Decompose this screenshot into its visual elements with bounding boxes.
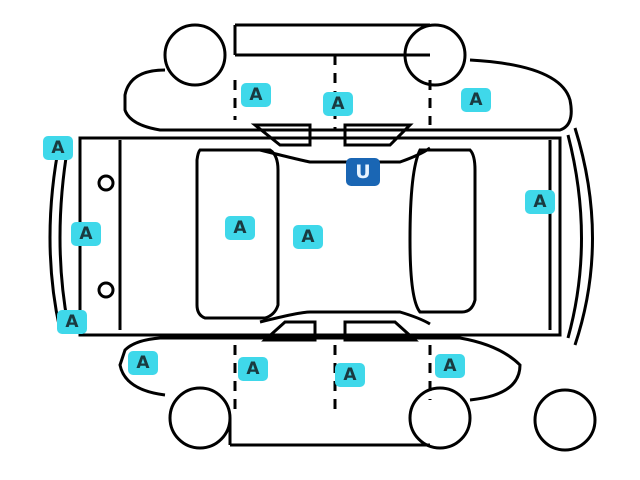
- damage-marker-a[interactable]: A: [525, 190, 555, 214]
- damage-marker-a[interactable]: A: [241, 83, 271, 107]
- damage-marker-u[interactable]: U: [346, 158, 380, 186]
- damage-marker-a[interactable]: A: [335, 363, 365, 387]
- damage-marker-a[interactable]: A: [461, 88, 491, 112]
- damage-marker-a[interactable]: A: [57, 310, 87, 334]
- damage-marker-a[interactable]: A: [323, 92, 353, 116]
- damage-marker-a[interactable]: A: [128, 351, 158, 375]
- damage-marker-a[interactable]: A: [71, 222, 101, 246]
- damage-marker-a[interactable]: A: [435, 354, 465, 378]
- damage-marker-a[interactable]: A: [238, 357, 268, 381]
- damage-marker-a[interactable]: A: [225, 216, 255, 240]
- damage-marker-a[interactable]: A: [293, 225, 323, 249]
- damage-marker-a[interactable]: A: [43, 136, 73, 160]
